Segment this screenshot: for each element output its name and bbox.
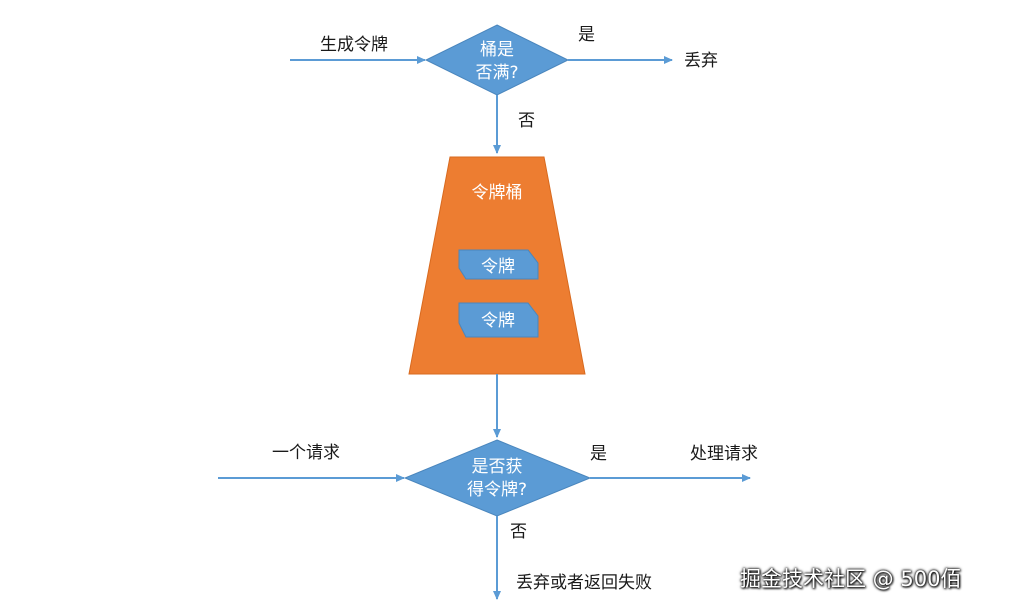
token-acquired-decision [403, 439, 592, 517]
token-2 [458, 302, 539, 338]
token-acquired-decision-line2: 得令牌? [467, 480, 527, 500]
bucket-full-yes-label: 是 [578, 25, 595, 45]
token-acquired-no-label: 否 [510, 522, 527, 542]
request-input-label: 一个请求 [272, 443, 340, 463]
bucket-full-decision [424, 24, 570, 96]
token-acquired-decision-line1: 是否获 [472, 457, 523, 477]
token-acquired-yes-label: 是 [590, 444, 607, 464]
token-2-label: 令牌 [481, 311, 515, 331]
token-input-label: 生成令牌 [320, 35, 388, 55]
reject-request-label: 丢弃或者返回失败 [516, 573, 652, 593]
discard-token-label: 丢弃 [684, 51, 718, 71]
bucket-full-decision-line2: 否满? [475, 63, 518, 83]
bucket-full-decision-line1: 桶是 [480, 40, 514, 60]
bucket-full-no-label: 否 [518, 111, 535, 131]
watermark: 掘金技术社区 @ 500佰 [740, 567, 962, 591]
process-request-label: 处理请求 [690, 444, 758, 464]
token-bucket-title: 令牌桶 [472, 183, 523, 203]
token-1 [458, 249, 539, 280]
token-1-label: 令牌 [481, 257, 515, 277]
